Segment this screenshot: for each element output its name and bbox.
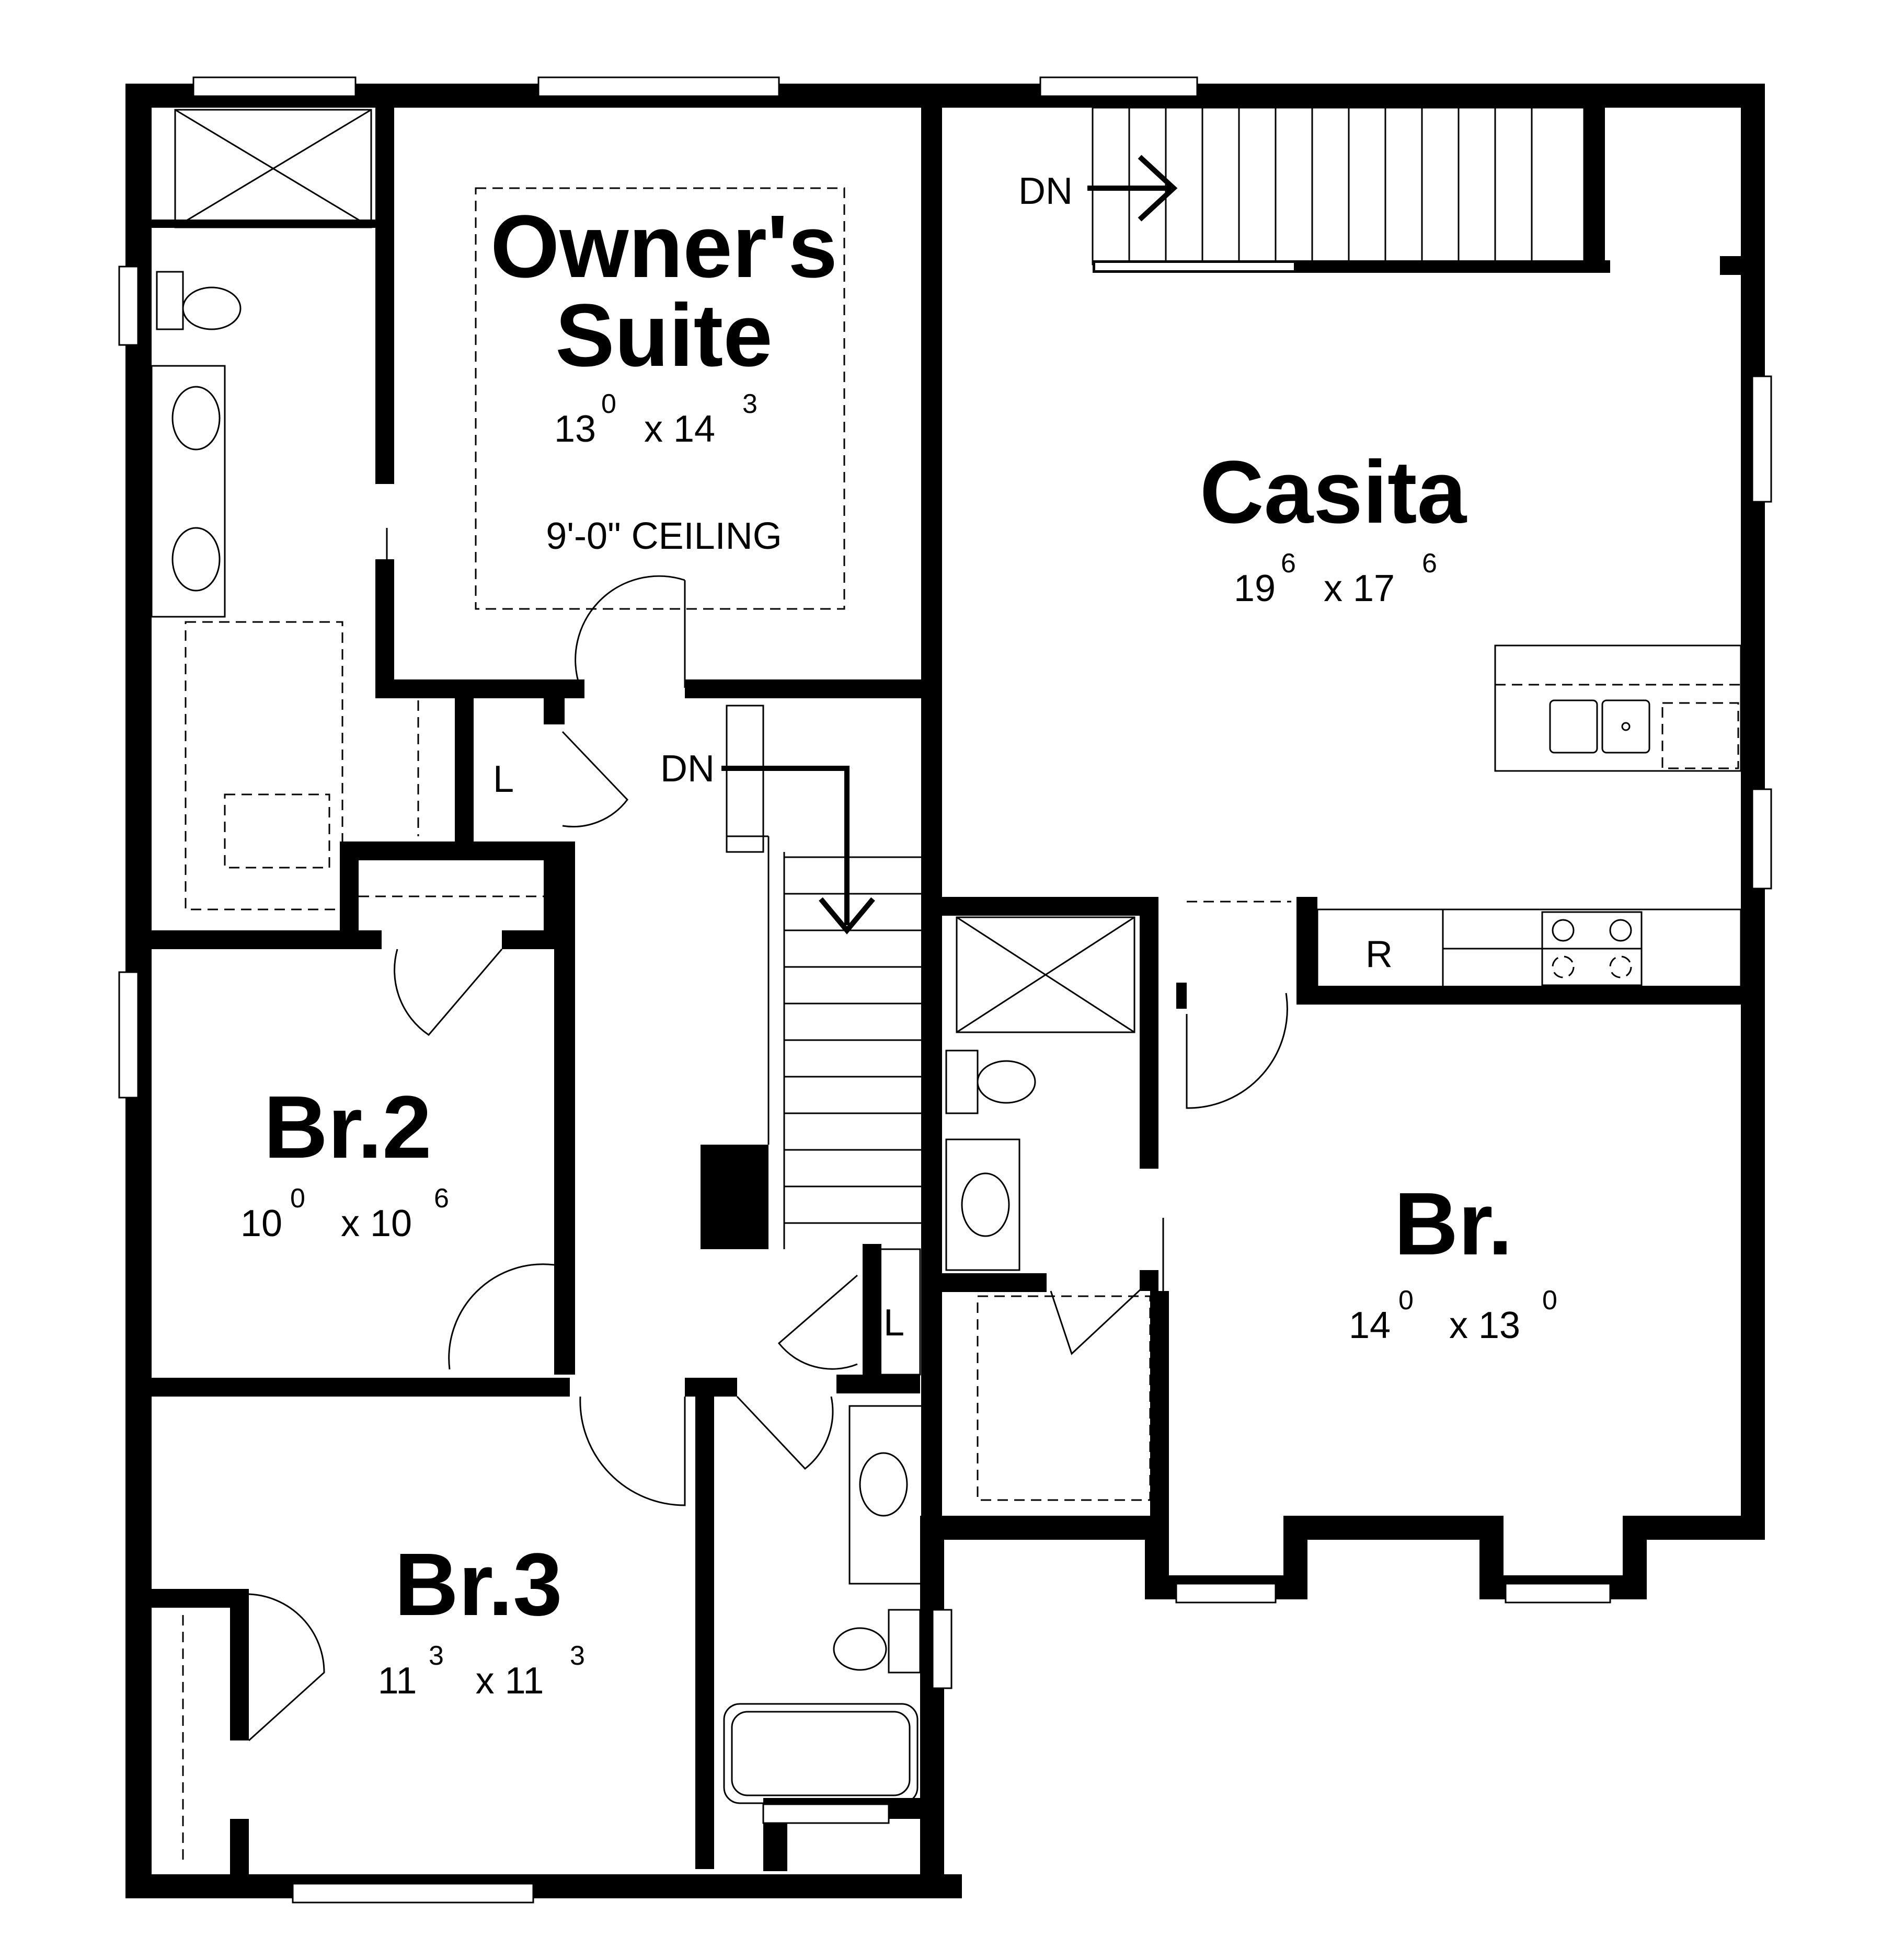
fixtures [151,107,1742,1861]
br-dim-a: 14 [1349,1305,1391,1346]
owners-suite-name-1: Owner's [490,197,837,296]
casita-dim-a-sup: 6 [1281,548,1296,579]
owners-suite-ceiling-note: 9'-0" CEILING [546,515,782,557]
casita-dim-b-sup: 6 [1422,548,1437,579]
owners-suite-dim-b: x 14 [644,408,715,450]
br2-dim-b: x 10 [341,1203,412,1244]
linen-closet-label-lower: L [883,1302,904,1344]
interior-walls [152,108,1757,1876]
br3-dim-b: x 11 [476,1660,544,1702]
br-label: Br. 14 0 x 13 0 [1349,1174,1557,1346]
br3-dim-a-sup: 3 [429,1641,444,1671]
br-dim-b: x 13 [1449,1305,1520,1346]
casita-label: Casita 19 6 x 17 6 [1200,443,1467,609]
br2-name: Br.2 [263,1078,431,1177]
br2-label: Br.2 10 0 x 10 6 [240,1078,449,1244]
br2-dim-a-sup: 0 [290,1183,305,1214]
stair-treads-upper [1128,108,1533,261]
br3-dim-a: 11 [378,1660,417,1702]
stair-treads-center [784,856,921,1224]
stair-dn-label-upper: DN [1018,170,1073,212]
stair-dn-label-center: DN [660,748,715,790]
owners-suite-dim-b-sup: 3 [742,389,758,419]
casita-dim-a: 19 [1234,568,1276,609]
stair-arrow-center [721,766,875,935]
br2-dim-a: 10 [240,1203,282,1244]
casita-name: Casita [1200,443,1467,542]
br3-label: Br.3 11 3 x 11 3 [378,1535,585,1702]
stair-arrow-upper [1087,155,1178,222]
br3-name: Br.3 [394,1535,562,1634]
br-dim-a-sup: 0 [1398,1285,1414,1316]
casita-dim-b: x 17 [1324,568,1395,609]
linen-closet-label-upper: L [493,758,514,800]
refrigerator-label: R [1365,933,1393,975]
br2-dim-b-sup: 6 [434,1183,449,1214]
owners-suite-name-2: Suite [555,286,773,385]
windows [118,76,1772,1904]
br3-dim-b-sup: 3 [570,1641,585,1671]
owners-suite-dim-a-sup: 0 [601,389,616,419]
br-name: Br. [1394,1174,1513,1274]
owners-suite-label: Owner's Suite 13 0 x 14 3 9'-0" CEILING [490,197,837,557]
br-dim-b-sup: 0 [1542,1285,1557,1316]
owners-suite-dim-a: 13 [554,408,596,450]
